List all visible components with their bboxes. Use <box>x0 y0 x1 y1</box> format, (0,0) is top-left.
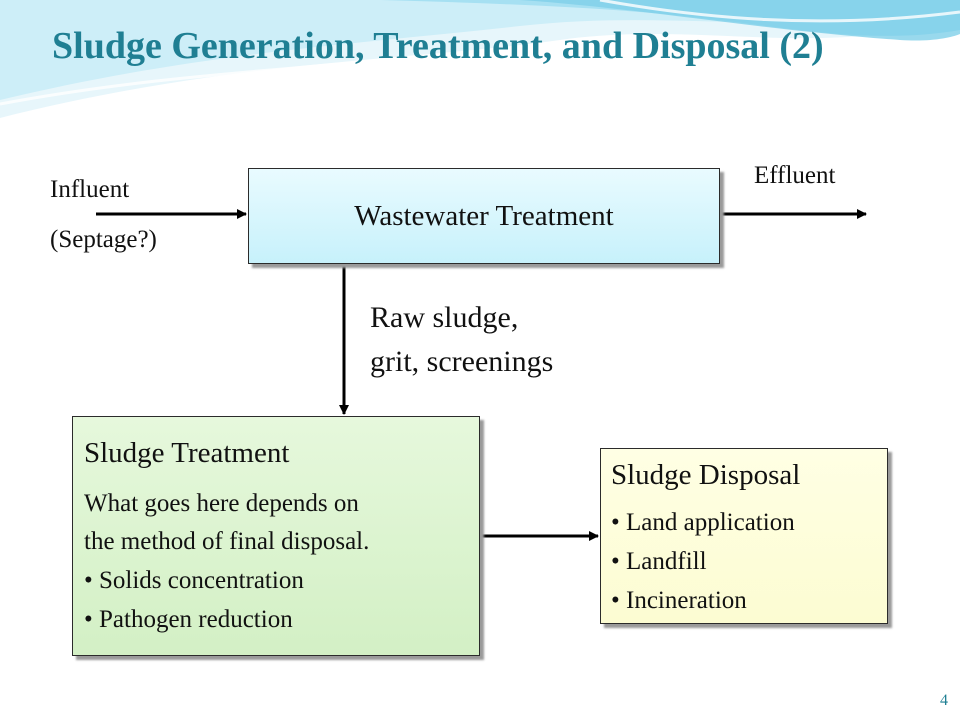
list-item: • Pathogen reduction <box>84 606 293 633</box>
sludge-treatment-box: Sludge Treatment What goes here depends … <box>72 416 480 656</box>
wastewater-treatment-label: Wastewater Treatment <box>354 199 614 232</box>
sludge-treatment-body: What goes here depends on the method of … <box>84 485 479 639</box>
background-wave-decoration <box>0 0 960 118</box>
slide-number: 4 <box>940 692 948 709</box>
raw-sludge-line1: Raw sludge, <box>370 301 519 334</box>
sludge-disposal-box: Sludge Disposal • Land application • Lan… <box>600 448 888 624</box>
sludge-treatment-text-line2: the method of final disposal. <box>84 528 370 555</box>
list-item: • Solids concentration <box>84 567 304 594</box>
septage-label: (Septage?) <box>50 226 157 253</box>
sludge-disposal-list: • Land application • Landfill • Incinera… <box>611 503 887 620</box>
sludge-treatment-text-line1: What goes here depends on <box>84 490 359 517</box>
effluent-label: Effluent <box>754 162 836 189</box>
slide-title: Sludge Generation, Treatment, and Dispos… <box>52 25 824 67</box>
sludge-treatment-heading: Sludge Treatment <box>84 437 290 469</box>
wastewater-treatment-box: Wastewater Treatment <box>248 168 720 264</box>
list-item: • Incineration <box>611 587 747 614</box>
list-item: • Landfill <box>611 548 707 575</box>
influent-label: Influent <box>50 176 130 203</box>
sludge-disposal-heading: Sludge Disposal <box>611 459 801 491</box>
list-item: • Land application <box>611 509 795 536</box>
raw-sludge-line2: grit, screenings <box>370 345 554 378</box>
raw-sludge-label: Raw sludge, grit, screenings <box>370 296 553 384</box>
